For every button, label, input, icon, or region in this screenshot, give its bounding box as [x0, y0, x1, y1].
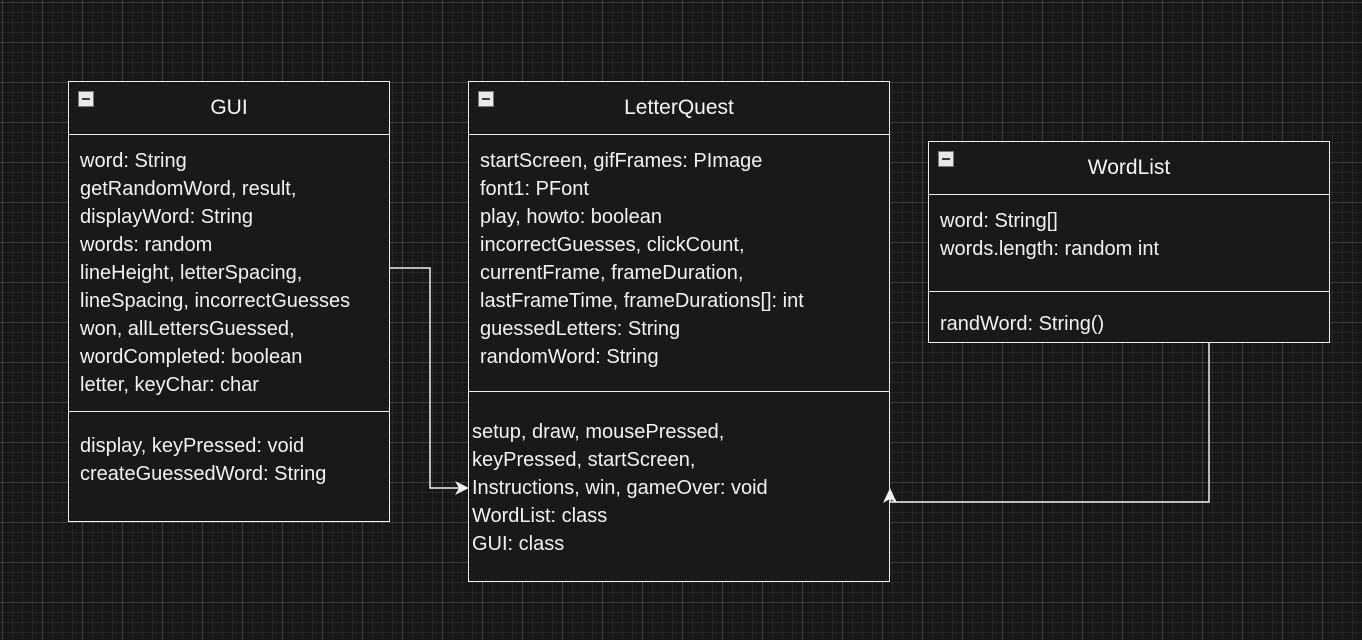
attribute-line: won, allLettersGuessed, — [80, 318, 295, 340]
attribute-line: guessedLetters: String — [480, 318, 681, 340]
attribute-line: word: String[] — [940, 210, 1058, 232]
class-letterquest-header[interactable]: LetterQuest — [469, 82, 889, 135]
class-gui-header[interactable]: GUI — [69, 82, 389, 135]
attribute-line: words: random — [80, 234, 213, 256]
collapse-minus-icon[interactable] — [478, 91, 494, 107]
class-wordlist-methods: randWord: String() — [929, 292, 1329, 342]
attribute-line: wordCompleted: boolean — [80, 346, 303, 368]
class-gui[interactable]: GUI word: String getRandomWord, result, … — [68, 81, 390, 522]
class-gui-title: GUI — [210, 96, 248, 119]
collapse-minus-icon[interactable] — [938, 151, 954, 167]
method-line: randWord: String() — [940, 313, 1105, 335]
attribute-line: lineHeight, letterSpacing, — [80, 262, 303, 284]
method-line: setup, draw, mousePressed, — [472, 421, 725, 443]
attribute-line: getRandomWord, result, — [80, 178, 297, 200]
class-wordlist-attributes: word: String[] words.length: random int — [929, 195, 1329, 292]
method-line: display, keyPressed: void — [80, 435, 305, 457]
attribute-line: play, howto: boolean — [480, 206, 662, 228]
attribute-line: currentFrame, frameDuration, — [480, 262, 744, 284]
collapse-minus-icon[interactable] — [78, 91, 94, 107]
connector-gui-to-letterquest[interactable] — [390, 267, 469, 495]
method-line: createGuessedWord: String — [80, 463, 327, 485]
method-line: Instructions, win, gameOver: void — [472, 477, 768, 499]
attribute-line: letter, keyChar: char — [80, 374, 259, 396]
attribute-line: incorrectGuesses, clickCount, — [480, 234, 745, 256]
attribute-line: words.length: random int — [940, 238, 1160, 260]
attribute-line: lastFrameTime, frameDurations[]: int — [480, 290, 804, 312]
method-line: keyPressed, startScreen, — [472, 449, 696, 471]
class-wordlist[interactable]: WordList word: String[] words.length: ra… — [928, 141, 1330, 343]
class-gui-methods: display, keyPressed: void createGuessedW… — [69, 412, 389, 521]
class-letterquest-methods: setup, draw, mousePressed, keyPressed, s… — [469, 392, 889, 581]
class-letterquest[interactable]: LetterQuest startScreen, gifFrames: PIma… — [468, 81, 890, 582]
class-letterquest-title: LetterQuest — [624, 96, 734, 119]
attribute-line: randomWord: String — [480, 346, 659, 368]
connector-wordlist-to-letterquest[interactable] — [883, 343, 1210, 503]
attribute-line: font1: PFont — [480, 178, 589, 200]
method-line: WordList: class — [472, 505, 608, 527]
class-letterquest-attributes: startScreen, gifFrames: PImage font1: PF… — [469, 135, 889, 392]
attribute-line: word: String — [80, 150, 187, 172]
method-line: GUI: class — [472, 533, 565, 555]
class-wordlist-header[interactable]: WordList — [929, 142, 1329, 195]
class-gui-attributes: word: String getRandomWord, result, disp… — [69, 135, 389, 412]
arrowhead-icon — [455, 481, 469, 495]
attribute-line: startScreen, gifFrames: PImage — [480, 150, 763, 172]
attribute-line: lineSpacing, incorrectGuesses — [80, 290, 351, 312]
class-wordlist-title: WordList — [1087, 156, 1171, 179]
attribute-line: displayWord: String — [80, 206, 254, 228]
